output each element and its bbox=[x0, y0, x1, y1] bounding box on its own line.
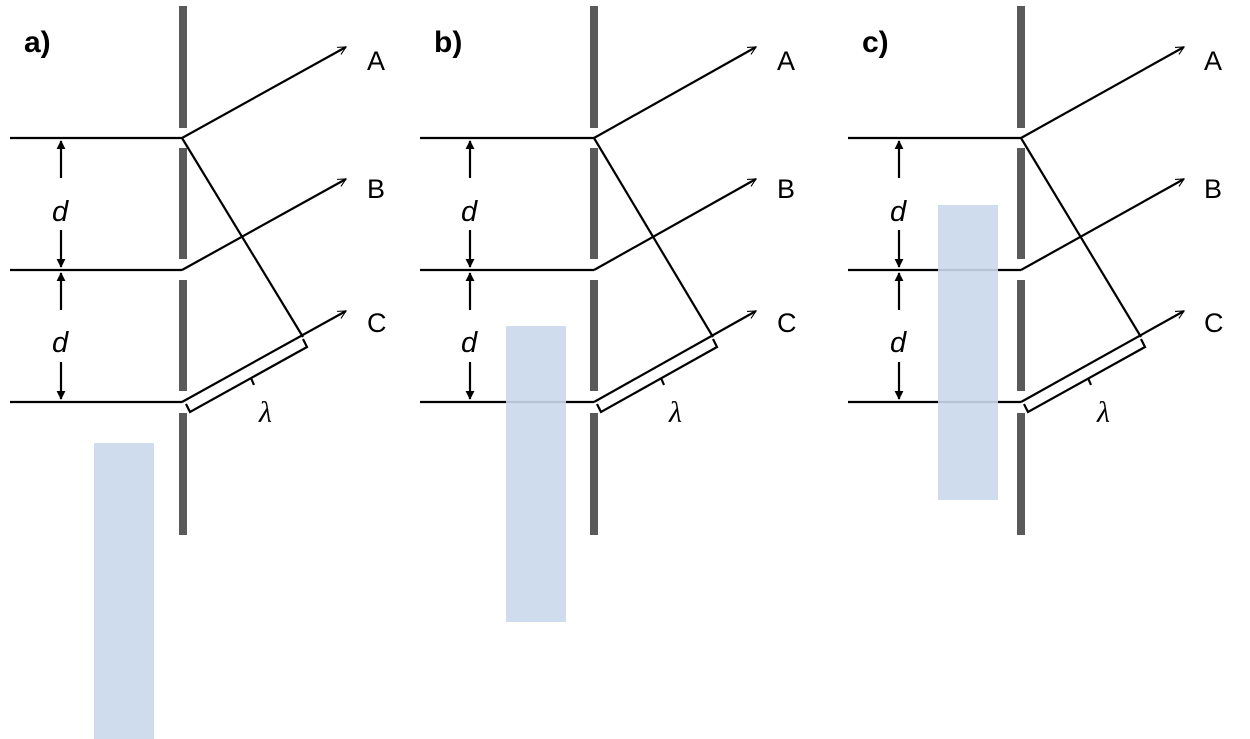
ray-label-b: B bbox=[777, 174, 795, 204]
spacing-label-1: d bbox=[890, 196, 907, 228]
wavefront-line bbox=[593, 137, 714, 338]
diffracted-ray-c bbox=[1020, 310, 1184, 403]
glass-slab bbox=[94, 443, 154, 739]
diffracted-ray-b bbox=[181, 178, 346, 271]
diffracted-ray-a bbox=[593, 46, 756, 139]
diffracted-ray-b bbox=[593, 178, 756, 271]
ray-label-c: C bbox=[367, 308, 387, 338]
path-difference-bracket bbox=[1023, 338, 1147, 414]
wavelength-label: λ bbox=[1096, 396, 1110, 429]
wavelength-label: λ bbox=[258, 396, 272, 429]
ray-label-b: B bbox=[1204, 174, 1222, 204]
diffracted-ray-b bbox=[1020, 178, 1184, 271]
ray-label-a: A bbox=[1204, 46, 1222, 76]
bracket-tick bbox=[659, 377, 666, 386]
ray-label-c: C bbox=[777, 308, 797, 338]
spacing-label-2: d bbox=[890, 327, 907, 359]
panel-a: a) λ A B C bbox=[10, 6, 387, 739]
slit-barrier bbox=[590, 6, 598, 535]
slit-barrier bbox=[179, 6, 187, 535]
diffracted-ray-c bbox=[181, 310, 346, 403]
diffracted-ray-c bbox=[593, 310, 756, 403]
wavefront-line bbox=[181, 137, 304, 338]
spacing-label-1: d bbox=[461, 196, 478, 228]
panel-label-a: a) bbox=[24, 26, 51, 59]
panel-label-b: b) bbox=[434, 26, 462, 59]
panel-c: c) λ A B C d d bbox=[848, 6, 1224, 535]
panel-b: b) λ A B C d d bbox=[420, 6, 797, 622]
glass-slab bbox=[938, 205, 998, 500]
spacing-label-2: d bbox=[461, 327, 478, 359]
spacing-label-2: d bbox=[52, 327, 69, 359]
ray-label-b: B bbox=[367, 174, 385, 204]
panel-label-c: c) bbox=[862, 26, 889, 59]
ray-label-c: C bbox=[1204, 308, 1224, 338]
spacing-label-1: d bbox=[52, 196, 69, 228]
ray-label-a: A bbox=[367, 46, 385, 76]
bracket-tick bbox=[1086, 377, 1093, 386]
wavefront-line bbox=[1020, 137, 1142, 338]
ray-label-a: A bbox=[777, 46, 795, 76]
path-difference-bracket bbox=[596, 338, 719, 414]
bracket-tick bbox=[249, 377, 256, 386]
path-difference-bracket bbox=[185, 338, 309, 414]
diffracted-ray-a bbox=[181, 46, 346, 139]
wavelength-label: λ bbox=[668, 396, 682, 429]
diffracted-ray-a bbox=[1020, 46, 1184, 139]
glass-slab bbox=[506, 326, 566, 622]
slit-barrier bbox=[1017, 6, 1025, 535]
